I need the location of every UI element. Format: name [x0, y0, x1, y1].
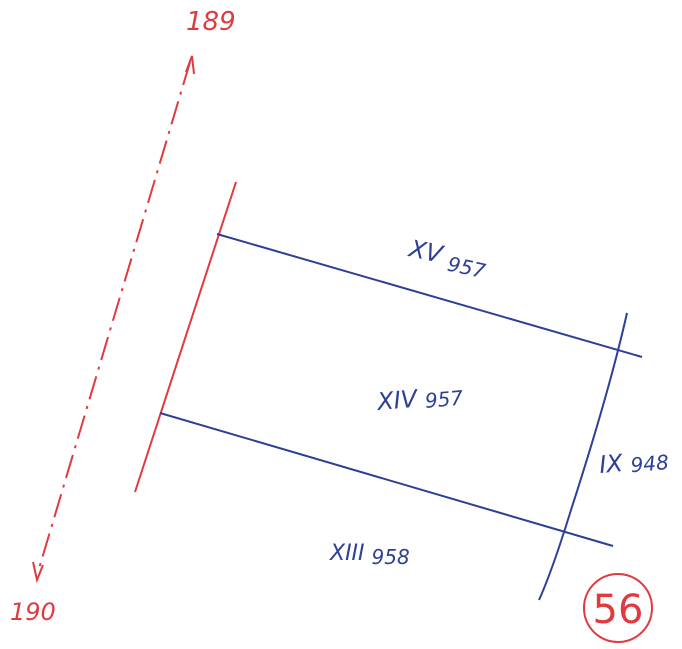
- parcel-xiv-number: 957: [424, 386, 464, 413]
- axis-arrow-bottom-icon: [32, 561, 44, 584]
- parcel-ix-roman: IX: [598, 449, 624, 479]
- axis-line: [37, 61, 191, 573]
- parcel-xiv-label: XIV 957: [374, 381, 464, 418]
- axis-bottom-label: 190: [10, 598, 56, 626]
- parcel-lower-boundary: [159, 412, 614, 547]
- axis-group: 189 190: [10, 7, 236, 626]
- parcel-labels: XV 957 XIV 957 XIII 958 IX 948: [329, 234, 670, 569]
- parcel-xiii-roman: XIII: [329, 541, 365, 566]
- parcel-xv-roman: XV: [405, 234, 446, 269]
- parcel-xv-number: 957: [445, 252, 488, 283]
- parcel-xiii-label: XIII 958: [329, 541, 410, 569]
- parcel-upper-boundary: [216, 233, 643, 358]
- axis-top-label: 189: [186, 7, 236, 37]
- parcel-xiii-number: 958: [372, 545, 410, 569]
- sheet-number-badge: 56: [583, 573, 653, 643]
- sheet-number-circle: [583, 573, 653, 643]
- red-boundary-line: [134, 181, 237, 493]
- parcel-lines: [159, 233, 643, 601]
- parcel-right-boundary: [538, 312, 628, 601]
- sheet-number-text: 56: [593, 587, 644, 633]
- parcel-xv-label: XV 957: [404, 234, 490, 283]
- parcel-xiv-roman: XIV: [374, 384, 420, 416]
- parcel-ix-number: 948: [630, 450, 670, 477]
- parcel-ix-label: IX 948: [598, 445, 670, 480]
- axis-arrow-top-icon: [185, 55, 195, 75]
